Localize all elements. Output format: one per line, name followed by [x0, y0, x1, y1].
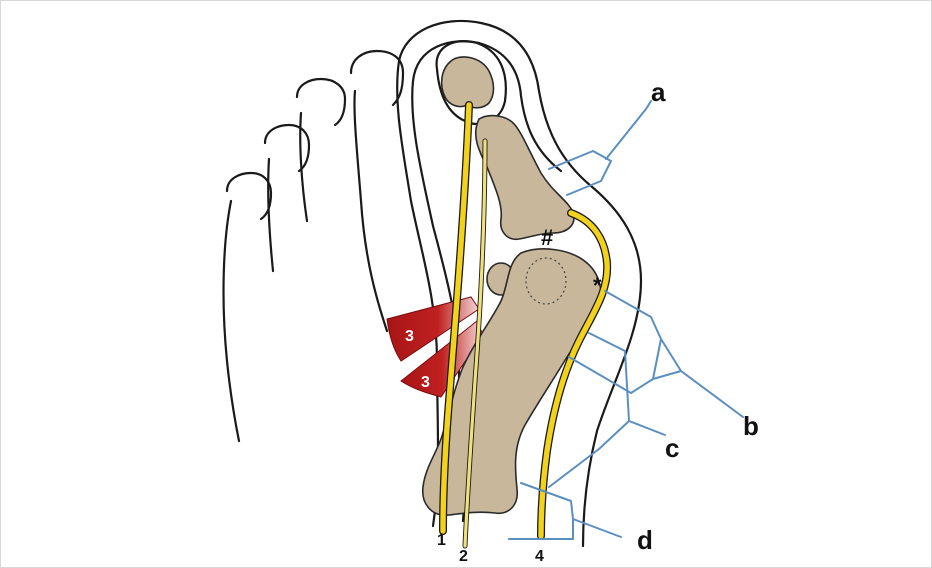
label-b: b [743, 411, 759, 441]
lateral-foot-outline [224, 201, 239, 441]
label-d: d [637, 525, 653, 555]
fifth-toe-outline [227, 173, 271, 219]
second-toe-outline [351, 51, 403, 331]
proximal-phalanx [476, 116, 574, 240]
label-a: a [651, 77, 666, 107]
leader-d [509, 483, 621, 539]
label-nerve-2: 2 [459, 548, 468, 565]
label-star: * [593, 273, 602, 298]
third-toe-outline [297, 79, 345, 221]
label-nerve-1: 1 [437, 532, 446, 549]
leader-a [549, 101, 651, 195]
distal-phalanx [442, 57, 494, 108]
label-muscle-3-lower: 3 [421, 374, 430, 391]
label-muscle-3-upper: 3 [405, 328, 414, 345]
label-hash: # [541, 225, 553, 250]
label-nerve-4: 4 [535, 548, 544, 565]
label-c: c [665, 433, 679, 463]
